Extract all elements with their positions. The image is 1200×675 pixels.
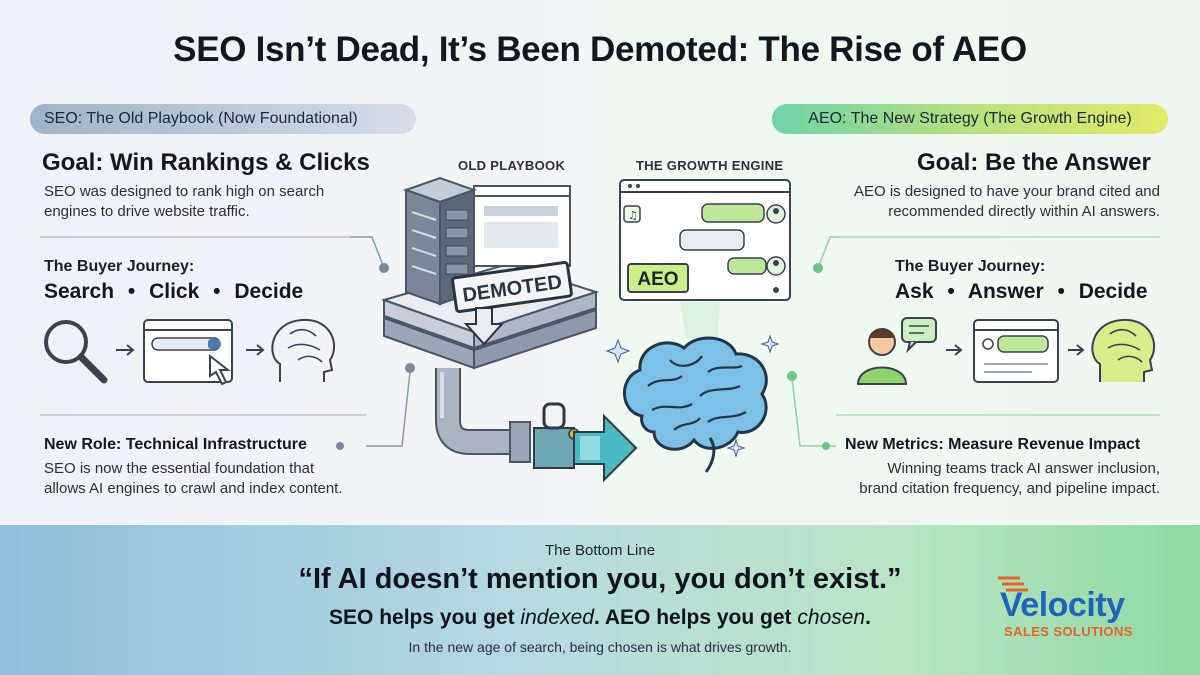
seo-journey-illustration [44, 318, 335, 386]
bottom-line-quote: “If AI doesn’t mention you, you don’t ex… [298, 563, 902, 595]
bullet-separator: • [1057, 280, 1065, 303]
aeo-metrics-desc: Winning teams track AI answer inclusion,… [830, 459, 1160, 499]
aeo-journey-steps: Ask • Answer • Decide [895, 280, 1148, 304]
journey-step-decide: Decide [234, 280, 304, 303]
arrow-down-icon [463, 307, 505, 346]
brain-icon [623, 336, 768, 473]
brain-head-icon [271, 318, 335, 382]
user-avatar-icon [766, 204, 786, 224]
sparkle-icon [605, 334, 780, 458]
statement-part: . AEO helps you get [593, 606, 798, 629]
connector-lines [336, 236, 840, 450]
answer-window-icon [973, 319, 1059, 383]
pipe-illustration [435, 368, 531, 463]
arrow-right-icon [946, 344, 963, 356]
velocity-logo-subtitle: SALES SOLUTIONS [1004, 624, 1133, 639]
statement-part: SEO helps you get [329, 606, 521, 629]
old-playbook-label: OLD PLAYBOOK [458, 158, 566, 173]
aeo-goal-desc-line: AEO is designed to have your brand cited… [853, 183, 1160, 200]
ai-brain-illustration [605, 334, 780, 473]
bottom-line-heading: The Bottom Line [544, 542, 656, 559]
bullet-separator: • [947, 280, 955, 303]
bullet-separator: • [213, 280, 221, 303]
page-title: SEO Isn’t Dead, It’s Been Demoted: The R… [173, 30, 1027, 69]
aeo-section-pill: AEO: The New Strategy (The Growth Engine… [772, 104, 1168, 134]
aeo-badge: AEO [627, 263, 689, 293]
statement-emphasis-chosen: chosen [797, 606, 866, 629]
aeo-divider [836, 414, 1160, 416]
seo-goal-desc: SEO was designed to rank high on search … [44, 182, 324, 222]
ai-chat-window-illustration: ♫ AEO [619, 179, 791, 338]
seo-role-desc-line: allows AI engines to crawl and index con… [44, 480, 343, 497]
statement-part: . [865, 606, 871, 629]
seo-divider [40, 414, 366, 416]
aeo-goal-desc-line: recommended directly within AI answers. [888, 203, 1160, 220]
demoted-seo-platform-illustration: DEMOTED [380, 176, 600, 463]
user-avatar-icon [766, 256, 786, 276]
aeo-badge-label: AEO [637, 269, 678, 290]
brain-head-icon [1091, 318, 1155, 382]
bottom-line-note: In the new age of search, being chosen i… [408, 639, 792, 655]
seo-section-pill: SEO: The Old Playbook (Now Foundational) [30, 104, 416, 134]
arrow-right-icon [573, 413, 638, 483]
browser-window-icon [473, 185, 571, 267]
bottom-line-statement: SEO helps you get indexed. AEO helps you… [0, 606, 1200, 630]
logo-speed-lines-icon [998, 576, 1028, 592]
aeo-metrics-desc-line: brand citation frequency, and pipeline i… [859, 480, 1160, 497]
seo-goal-desc-line: SEO was designed to rank high on search [44, 183, 325, 200]
arrow-right-icon [116, 344, 135, 356]
growth-engine-label: THE GROWTH ENGINE [636, 158, 784, 173]
svg-text:♫: ♫ [628, 209, 638, 222]
valve-arrow-illustration [533, 402, 638, 483]
aeo-metrics-heading: New Metrics: Measure Revenue Impact [845, 436, 1141, 453]
valve-icon [533, 402, 580, 469]
aeo-journey-illustration [856, 317, 1155, 385]
seo-journey-heading: The Buyer Journey: [44, 258, 195, 275]
seo-goal-desc-line: engines to drive website traffic. [44, 203, 250, 220]
bottom-line-band [0, 525, 1200, 675]
aeo-goal-desc: AEO is designed to have your brand cited… [840, 182, 1160, 222]
seo-role-heading: New Role: Technical Infrastructure [44, 436, 307, 453]
music-note-icon: ♫ [623, 205, 641, 223]
browser-click-icon [143, 319, 233, 386]
person-chat-icon [856, 317, 937, 385]
seo-goal-heading: Goal: Win Rankings & Clicks [42, 149, 370, 176]
journey-step-answer: Answer [967, 280, 1044, 303]
statement-emphasis-indexed: indexed [520, 606, 594, 629]
arrow-right-icon [246, 344, 265, 356]
journey-step-search: Search [44, 280, 115, 303]
light-beam [680, 302, 720, 338]
journey-step-ask: Ask [895, 280, 934, 303]
velocity-logo: Velocity [1000, 586, 1125, 624]
aeo-metrics-desc-line: Winning teams track AI answer inclusion, [887, 460, 1160, 477]
seo-role-desc-line: SEO is now the essential foundation that [44, 460, 315, 477]
aeo-goal-heading: Goal: Be the Answer [917, 149, 1151, 176]
aeo-journey-heading: The Buyer Journey: [895, 258, 1046, 275]
seo-divider [40, 236, 350, 238]
seo-role-desc: SEO is now the essential foundation that… [44, 459, 343, 499]
journey-step-decide: Decide [1078, 280, 1148, 303]
aeo-divider [840, 236, 1160, 238]
journey-step-click: Click [149, 280, 200, 303]
seo-journey-steps: Search • Click • Decide [44, 280, 303, 304]
magnifier-icon [44, 320, 108, 384]
bullet-separator: • [127, 280, 136, 303]
arrow-right-icon [1068, 344, 1085, 356]
